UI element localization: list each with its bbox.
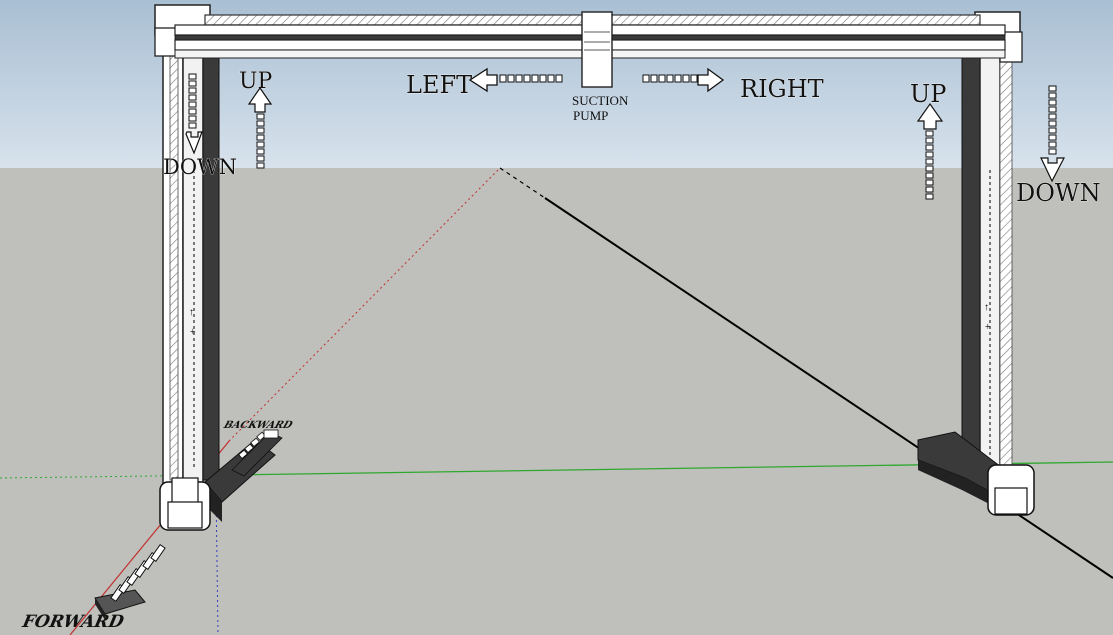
label-pump: PUMP bbox=[573, 108, 608, 123]
label-up-right: UP bbox=[910, 80, 946, 108]
label-down-right: DOWN bbox=[1016, 179, 1101, 207]
label-up-left: UP bbox=[239, 69, 273, 94]
label-forward: FORWARD bbox=[20, 612, 126, 632]
svg-text:+: + bbox=[985, 322, 991, 333]
svg-text:↑: ↑ bbox=[189, 307, 194, 318]
svg-text:+: + bbox=[190, 327, 196, 338]
suction-pump bbox=[582, 12, 612, 87]
svg-text:↑: ↑ bbox=[984, 302, 989, 313]
label-backward: BACKWARD bbox=[221, 419, 294, 431]
label-down-left: DOWN bbox=[163, 155, 237, 179]
label-left: LEFT bbox=[406, 71, 472, 99]
label-right: RIGHT bbox=[740, 75, 824, 103]
right-leg: ↑ + bbox=[962, 30, 1012, 470]
label-suction: SUCTION bbox=[572, 93, 629, 108]
